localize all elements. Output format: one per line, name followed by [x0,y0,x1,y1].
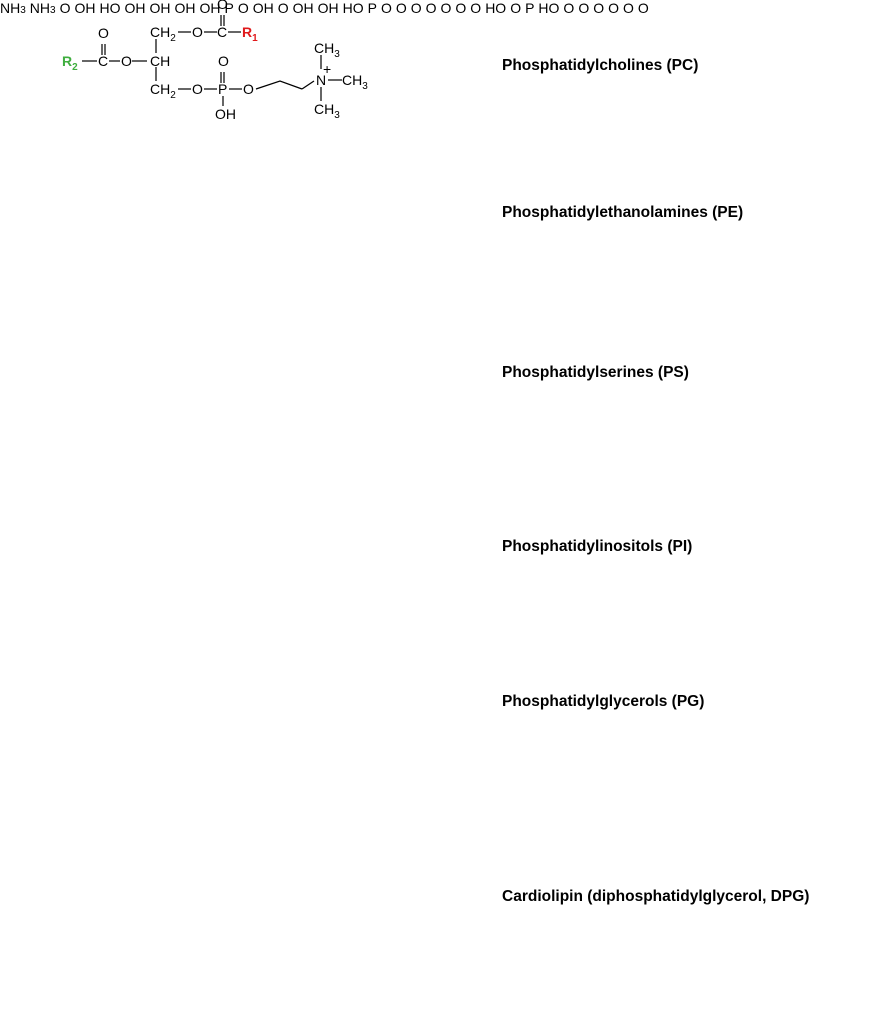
label-cardiolipin: Cardiolipin (diphosphatidylglycerol, DPG… [502,888,810,905]
svg-text:CH3: CH3 [314,40,340,60]
pg-structure: P O OH O OH OH [224,0,339,16]
ps-structure: NH3 O OH [29,0,96,16]
pc-structure: N + CH3 CH3 CH3 [61,0,368,123]
cardiolipin-structure: HO P O O O O O O O HO O P HO [342,0,649,16]
label-pg: Phosphatidylglycerols (PG) [502,693,705,710]
label-ps: Phosphatidylserines (PS) [502,364,689,381]
label-pc: Phosphatidylcholines (PC) [502,57,699,74]
svg-text:CH3: CH3 [342,72,368,92]
label-pi: Phosphatidylinositols (PI) [502,538,693,555]
svg-text:+: + [323,61,331,77]
svg-text:N: N [316,72,326,88]
pi-structure: HO OH OH OH OH [99,0,221,16]
pe-structure: NH3 [0,0,26,16]
svg-text:CH3: CH3 [314,101,340,121]
label-pe: Phosphatidylethanolamines (PE) [502,204,744,221]
